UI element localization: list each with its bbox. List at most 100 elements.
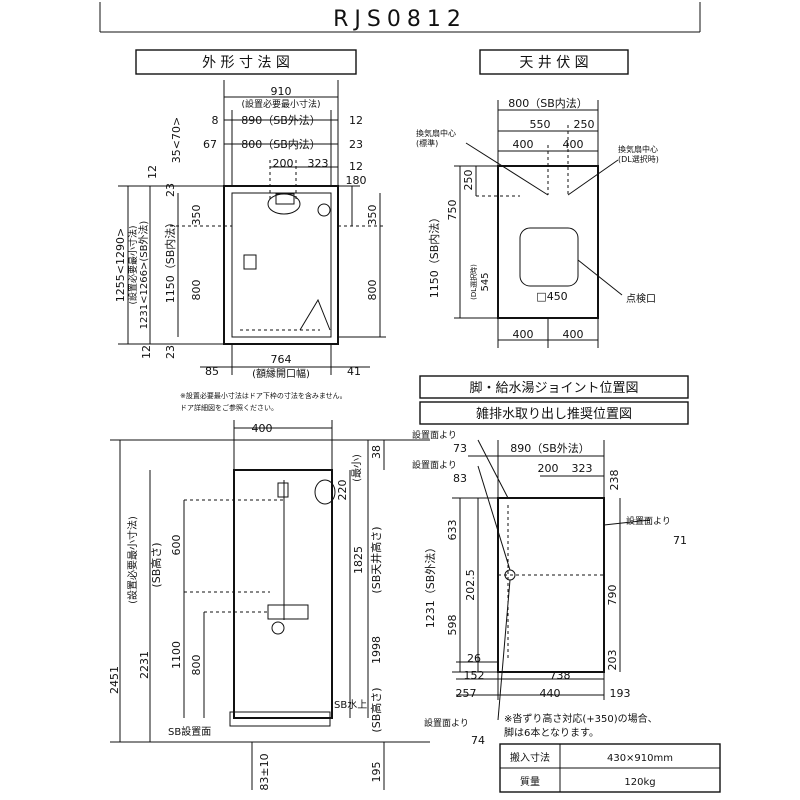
elevation-view: [110, 420, 430, 790]
elev-l-2231: 2231: [138, 651, 151, 679]
elev-top-400: 400: [252, 422, 273, 435]
outline-note-1: ※設置必要最小寸法はドア下枠の寸法を含みません。: [180, 391, 347, 400]
elev-b-195: 195: [370, 762, 383, 783]
dim-right-12: 12: [349, 160, 363, 173]
joint-200: 200: [538, 462, 559, 475]
elev-r-1998-note: (SB高さ): [369, 687, 383, 732]
dim-left-35-70: 35<70>: [170, 117, 183, 163]
dim-bottom-85: 85: [205, 365, 219, 378]
dim-left-1150: 1150（SB内法）: [163, 217, 177, 304]
joint-install-a: 設置面より: [412, 429, 457, 441]
drain-header-box: [419, 401, 689, 425]
joint-r790: 790: [606, 585, 619, 606]
dim-left-1255: 1255<1290>: [114, 228, 127, 302]
elev-r-220: 220: [336, 480, 349, 501]
ceiling-left-1150: 1150（SB内法）: [427, 212, 441, 299]
ceiling-left-250: 250: [462, 170, 475, 191]
ceiling-dim-400b: 400: [563, 138, 584, 151]
outline-header: 外 形 寸 法 図: [202, 55, 290, 71]
ceiling-dim-250: 250: [574, 118, 595, 131]
ceiling-left-545-note: (DL選択時): [469, 264, 478, 300]
joint-323: 323: [572, 462, 593, 475]
dim-200: 200: [273, 157, 294, 170]
ceiling-left-750: 750: [446, 200, 459, 221]
ceiling-plan: [454, 100, 623, 348]
spec-row-1-label: 搬入寸法: [510, 751, 550, 764]
fan-std-label: 換気扇中心: [416, 128, 456, 138]
dim-right-350: 350: [366, 205, 379, 226]
joint-l598: 598: [446, 615, 459, 636]
elev-b-83: 83±10: [258, 753, 271, 790]
dim-left-1255-note: (設置必要最小寸法): [127, 225, 139, 304]
joint-b193: 193: [610, 687, 631, 700]
joint-v83: 83: [453, 472, 467, 485]
dim-left-23: 23: [164, 183, 177, 197]
drain-header: 雑排水取り出し推奨位置図: [476, 406, 632, 422]
dim-910: 910: [271, 85, 292, 98]
ceiling-header-box: [479, 49, 629, 75]
dim-left-800: 800: [190, 280, 203, 301]
elev-r-1825: 1825: [352, 546, 365, 574]
elev-l-2451: 2451: [108, 666, 121, 694]
dim-800: 800（SB内法）: [241, 137, 321, 151]
model-title: RJS0812: [333, 7, 467, 32]
joint-b152: 152: [464, 669, 485, 682]
spec-row-2-value: 120kg: [624, 777, 655, 788]
dim-323: 323: [308, 157, 329, 170]
joint-header-box: [419, 375, 689, 399]
spec-row-1-value: 430×910mm: [607, 753, 673, 764]
fan-dl-label: 換気扇中心: [618, 144, 658, 154]
joint-plan: [452, 439, 651, 721]
dim-left-12: 12: [146, 165, 159, 179]
spec-table: [499, 743, 721, 793]
dim-left-1231: 1231<1266>(SB外法): [137, 221, 150, 330]
joint-header: 脚・給水湯ジョイント位置図: [469, 380, 638, 396]
elev-l-600: 600: [170, 535, 183, 556]
dim-890: 890（SB外法）: [241, 113, 321, 127]
dim-bottom-764: 764: [271, 353, 292, 366]
dim-bottom-41: 41: [347, 365, 361, 378]
joint-r238: 238: [608, 470, 621, 491]
dim-23: 23: [349, 138, 363, 151]
hatch-label: 点検口: [626, 292, 656, 305]
outline-header-box: [135, 49, 357, 75]
dim-bottom-764-note: (額縁開口幅): [252, 367, 310, 380]
joint-b257: 257: [456, 687, 477, 700]
ceiling-dim-800: 800（SB内法）: [508, 96, 588, 110]
joint-l633: 633: [446, 520, 459, 541]
joint-v73: 73: [453, 442, 467, 455]
joint-l202: 202.5: [464, 569, 477, 601]
dim-67: 67: [203, 138, 217, 151]
elev-l-2231-note: (SB高さ): [149, 542, 163, 587]
sb-floor-label: SB設置面: [168, 725, 211, 738]
dim-8: 8: [212, 114, 219, 127]
ceiling-bottom-400a: 400: [513, 328, 534, 341]
hatch-size: □450: [536, 290, 567, 303]
joint-install-b: 設置面より: [412, 459, 457, 471]
elev-l-2451-note: (設置必要最小寸法): [126, 516, 139, 604]
joint-note: ※沓ずり高さ対応(+350)の場合、: [504, 712, 658, 725]
ceiling-left-545: 545: [480, 272, 491, 291]
joint-v71: 71: [673, 534, 687, 547]
joint-b440: 440: [540, 687, 561, 700]
elev-r-38: 38: [370, 445, 383, 459]
joint-install-d: 設置面より: [424, 717, 469, 729]
dim-left-350: 350: [190, 205, 203, 226]
elev-r-1998: 1998: [370, 636, 383, 664]
joint-l1231: 1231（SB外法）: [423, 542, 437, 629]
ceiling-bottom-400b: 400: [563, 328, 584, 341]
dim-left-23b: 23: [164, 345, 177, 359]
outline-plan: [118, 80, 386, 375]
elev-r-1825-note: (SB天井高さ): [369, 526, 383, 593]
joint-v74: 74: [471, 734, 485, 747]
elev-r-220-note: (最小): [351, 454, 363, 482]
spec-row-2-label: 質量: [520, 775, 540, 788]
dim-910-note: (設置必要最小寸法): [241, 98, 320, 110]
elev-l-1100: 1100: [170, 641, 183, 669]
fan-dl-sub: (DL選択時): [618, 154, 659, 164]
joint-r203: 203: [606, 650, 619, 671]
dim-left-12b: 12: [140, 345, 153, 359]
ceiling-header: 天 井 伏 図: [519, 55, 588, 71]
dim-right-180: 180: [346, 174, 367, 187]
